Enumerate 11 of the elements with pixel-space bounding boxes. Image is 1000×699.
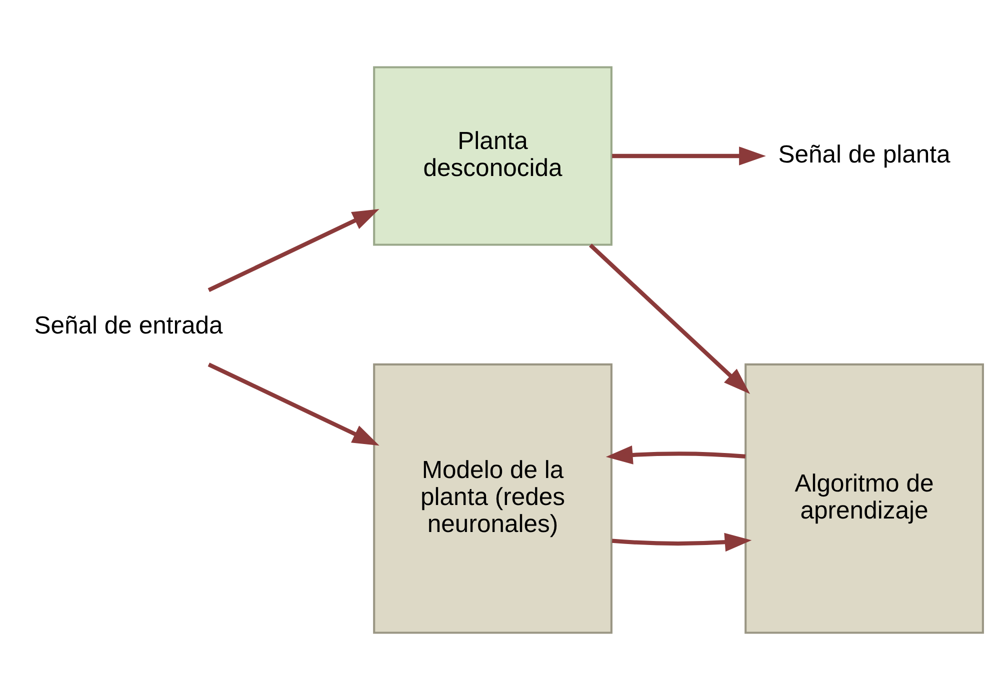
arrow (606, 445, 746, 464)
arrow (208, 362, 380, 446)
node-box: Algoritmo de aprendizaje (744, 362, 984, 634)
arrow (612, 146, 766, 165)
node-text: Señal de entrada (34, 312, 223, 340)
node-text: Señal de planta (778, 140, 950, 168)
arrow (588, 243, 750, 394)
arrow (612, 532, 752, 552)
node-box: Modelo de la planta (redes neuronales) (373, 362, 612, 634)
arrow (208, 208, 380, 292)
node-box: Planta desconocida (373, 66, 612, 246)
